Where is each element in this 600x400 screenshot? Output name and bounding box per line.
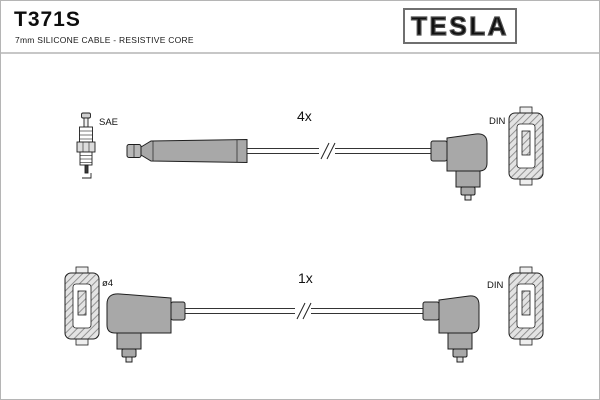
- cable-break-row2: [295, 302, 312, 320]
- cable-line-row1: [246, 148, 434, 154]
- elbow-boot-row2-right: [422, 295, 480, 363]
- din-label-row1: DIN: [489, 116, 506, 127]
- socket-connector-icon-row2-left: [64, 266, 100, 346]
- elbow-boot-row1-right: [430, 133, 488, 201]
- brand-logo: TESLA: [403, 8, 517, 44]
- elbow-boot-row2-left: [106, 293, 186, 363]
- spark-plug-icon: [76, 112, 96, 179]
- part-number: T371S: [14, 8, 81, 31]
- sae-label: SAE: [99, 117, 118, 128]
- din-connector-icon-row2: [508, 266, 544, 346]
- cable-break-row1: [319, 142, 336, 160]
- din-connector-icon-row1: [508, 106, 544, 186]
- quantity-row1: 4x: [297, 108, 312, 124]
- brand-logo-art: TESLA: [411, 11, 509, 41]
- quantity-row2: 1x: [298, 270, 313, 286]
- product-subtitle: 7mm SILICONE CABLE - RESISTIVE CORE: [15, 35, 194, 45]
- diameter-label-row2: ø4: [102, 278, 113, 289]
- brand-logo-text: TESLA: [411, 11, 509, 41]
- straight-boot-row1: [126, 138, 248, 164]
- din-label-row2: DIN: [487, 280, 504, 291]
